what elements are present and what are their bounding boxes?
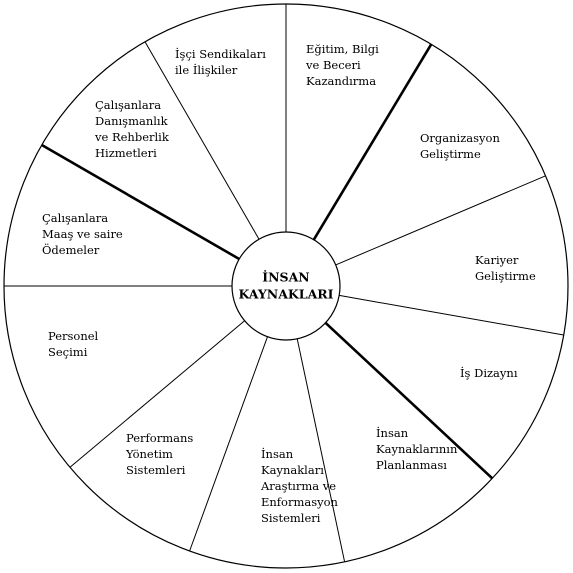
spoke-line	[189, 336, 268, 552]
bold-spoke-line	[312, 43, 433, 241]
bold-spoke-line	[324, 321, 494, 480]
spoke-line	[335, 175, 546, 266]
spoke-line	[69, 320, 245, 468]
spoke-line	[144, 41, 260, 240]
spoke-line	[296, 338, 346, 562]
segment-label-is-dizayni: İş Dizaynı	[460, 366, 518, 380]
center-circle	[231, 231, 341, 341]
bold-spoke-line	[41, 143, 240, 261]
spoke-line	[339, 294, 564, 336]
spokes	[4, 4, 564, 562]
